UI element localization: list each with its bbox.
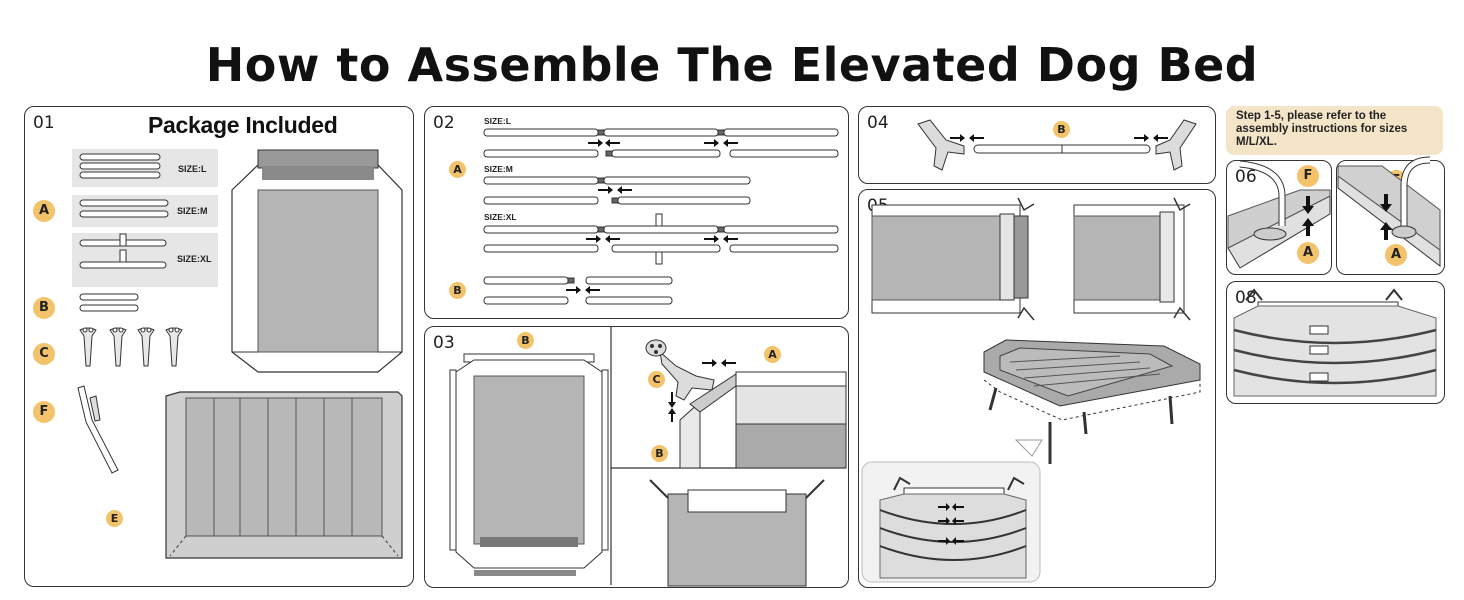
rods-size-m (79, 199, 169, 218)
step-number: 01 (33, 113, 55, 133)
step06-part-a-label: A (1297, 242, 1319, 264)
package-heading: Package Included (148, 112, 338, 138)
step03-connector-detail (645, 339, 847, 469)
corner-connectors-c (79, 327, 183, 367)
step03-detail-part-b-label: B (651, 445, 668, 462)
rods-size-xl (79, 233, 167, 269)
step-number: 06 (1235, 167, 1257, 187)
step04-side-rail (917, 119, 1197, 171)
fabric-cover-d (231, 149, 403, 373)
step03-frame-top-view (449, 353, 609, 576)
support-rod-f (77, 385, 119, 474)
step04-part-b-label: B (1053, 121, 1070, 138)
step02-size-l-rods (483, 128, 839, 158)
step02-part-b-label: B (449, 282, 466, 299)
part-e-label: E (106, 510, 123, 527)
part-f-label: F (33, 401, 55, 423)
step08-illustration (1233, 288, 1437, 397)
step03-part-b-label: B (517, 332, 534, 349)
step02-size-m-rods (483, 176, 751, 205)
step02-size-m-label: SIZE:M (484, 164, 513, 174)
step06-illustration (1227, 160, 1331, 269)
step03-frame-bottom-view (649, 479, 825, 587)
size-l-label: SIZE:L (178, 164, 207, 174)
step05-frame-left (871, 197, 1035, 321)
step02-part-a-label: A (449, 161, 466, 178)
step07-part-a-label: A (1385, 244, 1407, 266)
bolster-cushion-e (165, 391, 403, 559)
step-number: 03 (433, 333, 455, 353)
step05-frame-right (1073, 197, 1191, 321)
step02-size-xl-rods (483, 213, 839, 265)
step03-detail-part-a-label: A (764, 346, 781, 363)
step03-detail-part-c-label: C (648, 371, 665, 388)
part-b-label: B (33, 297, 55, 319)
step02-arrows (566, 139, 738, 294)
size-xl-label: SIZE:XL (177, 254, 212, 264)
step-number: 04 (867, 113, 889, 133)
size-note-text: Step 1-5, please refer to the assembly i… (1236, 110, 1408, 148)
part-a-label: A (33, 200, 55, 222)
page-title: How to Assemble The Elevated Dog Bed (205, 38, 1259, 92)
step07-illustration (1337, 156, 1441, 268)
rods-size-l (79, 153, 161, 179)
size-note: Step 1-5, please refer to the assembly i… (1226, 106, 1443, 155)
size-m-label: SIZE:M (177, 206, 208, 216)
step02-size-l-label: SIZE:L (484, 116, 511, 126)
rods-b (79, 293, 139, 312)
step02-size-xl-label: SIZE:XL (484, 212, 517, 222)
step06-part-f-label: F (1297, 165, 1319, 187)
step05-assembled-bed (983, 339, 1201, 464)
step-number: 02 (433, 113, 455, 133)
step02-b-rods (483, 276, 673, 305)
part-c-label: C (33, 343, 55, 365)
step05-zoom-inset (861, 461, 1041, 583)
